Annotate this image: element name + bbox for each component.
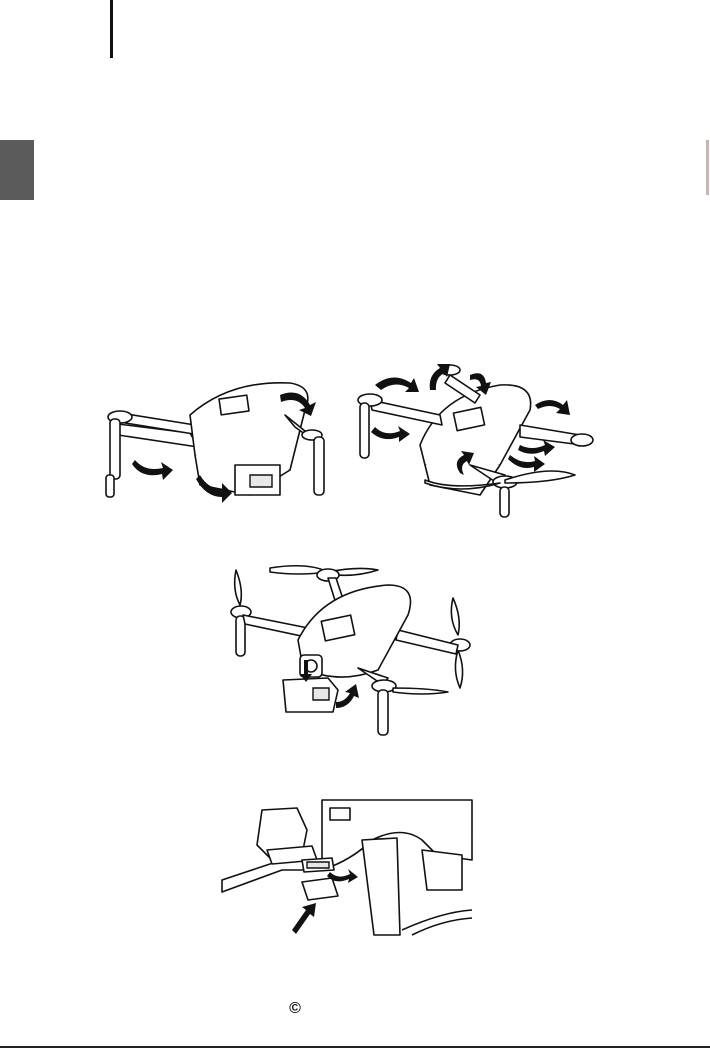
page-edge-mark	[706, 140, 709, 195]
figure-drone-rear-arms-unfold	[350, 355, 600, 520]
chapter-tab	[0, 140, 34, 200]
footer-rule	[0, 1046, 710, 1048]
figure-drone-unfolded-battery	[228, 560, 483, 740]
figure-sd-card-insert	[222, 800, 472, 935]
copyright-symbol: ©	[286, 1000, 304, 1018]
figure-drone-front-arms-unfold	[100, 375, 335, 510]
header-rule	[110, 0, 113, 58]
